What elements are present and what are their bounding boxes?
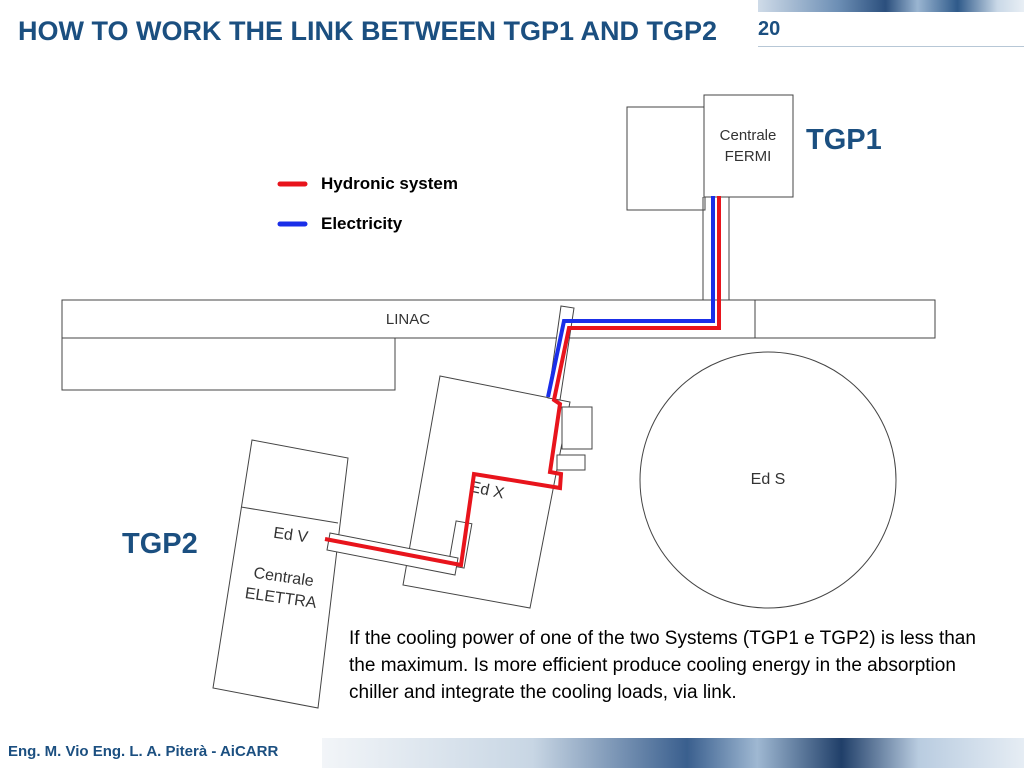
tgp2-label: TGP2 (122, 528, 198, 560)
linac-lower-block (61, 337, 396, 391)
ed-x-annex-2 (556, 454, 586, 471)
footer-author: Eng. M. Vio Eng. L. A. Piterà - AiCARR (8, 743, 279, 760)
centrale-fermi-label-1: Centrale (720, 127, 777, 144)
legend-electricity-label: Electricity (321, 214, 403, 233)
slide-title: HOW TO WORK THE LINK BETWEEN TGP1 AND TG… (18, 16, 718, 46)
ed-v-building (212, 439, 349, 709)
ed-x-annex-1 (561, 406, 593, 450)
centrale-fermi-building (703, 94, 794, 198)
electricity-line (546, 196, 715, 398)
centrale-fermi-label-2: FERMI (725, 148, 772, 165)
hydronic-line (324, 196, 721, 568)
header-decor-band (758, 0, 1024, 12)
header-rule (758, 46, 1024, 47)
ed-v-label: Ed V (272, 525, 309, 547)
ed-v-divider (240, 506, 339, 524)
legend-hydronic-label: Hydronic system (321, 174, 458, 193)
edv-edx-connector (326, 532, 459, 576)
linac-building (61, 299, 936, 339)
ed-s-label: Ed S (751, 471, 786, 488)
tgp1-label: TGP1 (806, 124, 882, 156)
ed-x-building (402, 375, 571, 609)
linac-label: LINAC (386, 311, 430, 328)
page-number: 20 (758, 18, 781, 40)
ed-x-label: Ed X (468, 479, 506, 503)
description-text: If the cooling power of one of the two S… (349, 628, 976, 703)
fermi-annex (626, 106, 706, 211)
ed-s-building (639, 351, 897, 609)
footer-decor-band (322, 738, 1024, 768)
